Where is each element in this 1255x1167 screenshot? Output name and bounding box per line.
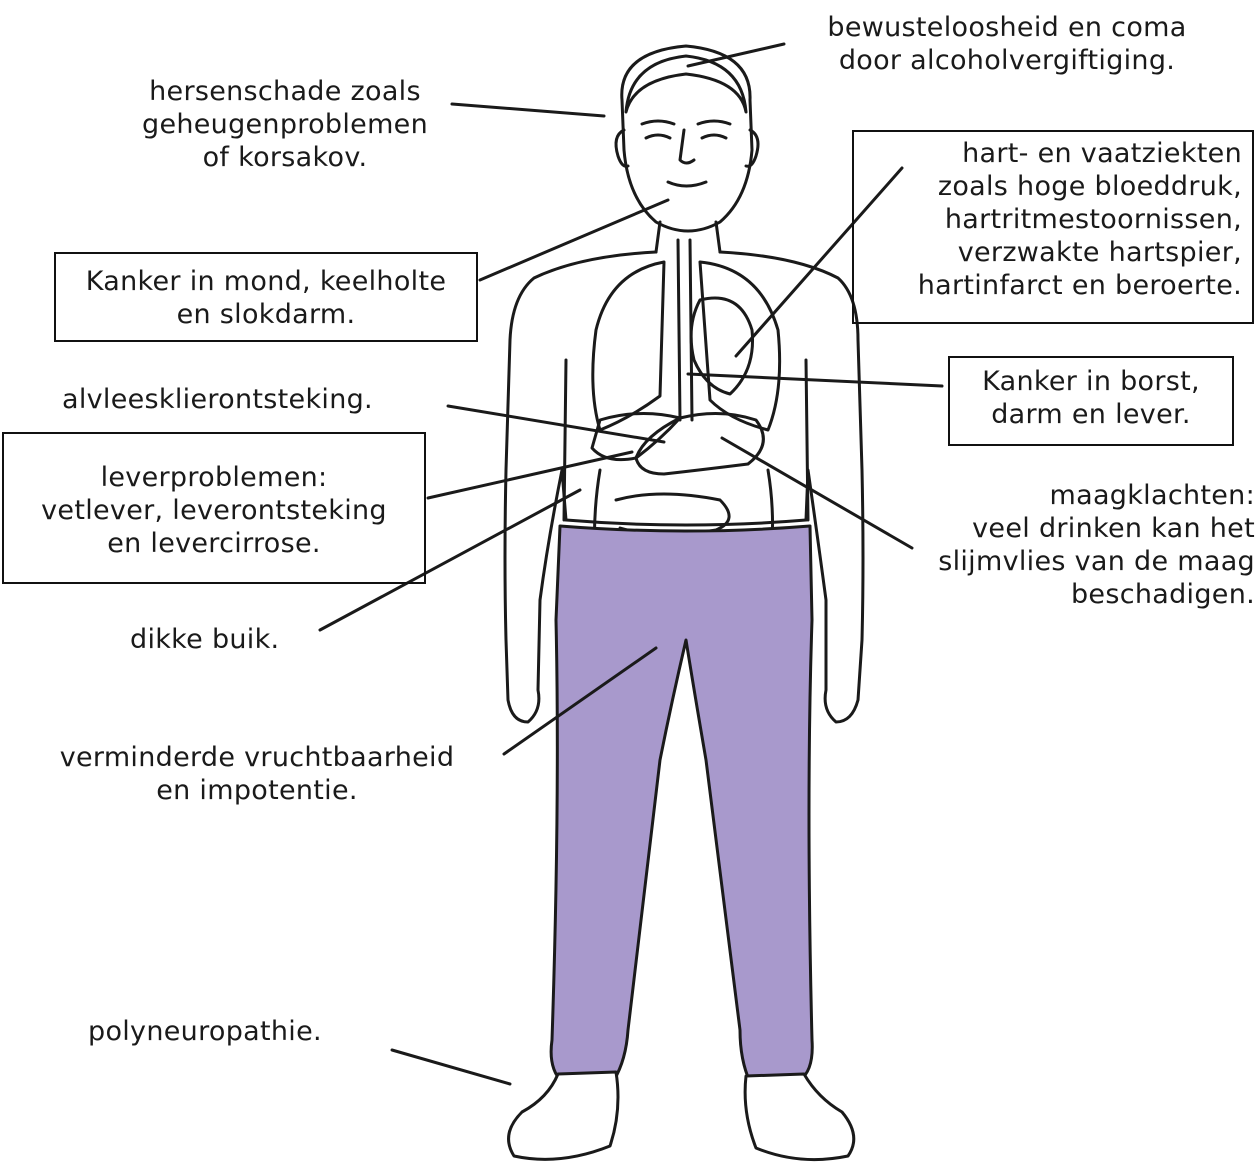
label-line: door alcoholvergiftiging.	[782, 45, 1232, 78]
label-breast-cancer: Kanker in borst, darm en lever.	[948, 356, 1234, 446]
label-line: hart- en vaatziekten	[864, 138, 1242, 171]
label-liver-problems: leverproblemen: vetlever, leverontstekin…	[2, 432, 426, 584]
leader-line-mouth	[480, 200, 668, 280]
label-brain-damage: hersenschade zoals geheugenproblemen of …	[120, 76, 450, 175]
label-line: verminderde vruchtbaarheid	[12, 742, 502, 775]
left-shoe	[509, 1072, 618, 1159]
belt	[566, 520, 806, 525]
label-line: slijmvlies van de maag	[918, 546, 1255, 579]
label-line: hartritmestoornissen,	[864, 204, 1242, 237]
label-line: bewusteloosheid en coma	[782, 12, 1232, 45]
leader-line-liver	[428, 452, 632, 498]
label-mouth-cancer: Kanker in mond, keelholte en slokdarm.	[54, 252, 478, 342]
leader-line-brain	[452, 104, 604, 116]
label-line: hersenschade zoals	[120, 76, 450, 109]
label-neuropathy: polyneuropathie.	[88, 1016, 398, 1049]
leader-line-pancreas	[448, 406, 664, 442]
label-line: alvleesklierontsteking.	[62, 384, 452, 417]
label-line: verzwakte hartspier,	[864, 237, 1242, 270]
leader-line-neuropathy	[392, 1050, 510, 1084]
label-line: dikke buik.	[130, 624, 340, 657]
label-belly: dikke buik.	[130, 624, 340, 657]
label-stomach-complaints: maagklachten: veel drinken kan het slijm…	[918, 480, 1255, 612]
trousers	[551, 526, 812, 1082]
label-line: geheugenproblemen	[120, 109, 450, 142]
label-line: zoals hoge bloeddruk,	[864, 171, 1242, 204]
right-shoe	[745, 1074, 854, 1160]
label-line: beschadigen.	[918, 579, 1255, 612]
label-line: Kanker in mond, keelholte	[66, 266, 466, 299]
label-line: of korsakov.	[120, 142, 450, 175]
label-pancreatitis: alvleesklierontsteking.	[62, 384, 452, 417]
label-line: en slokdarm.	[66, 299, 466, 332]
label-line: veel drinken kan het	[918, 513, 1255, 546]
label-line: vetlever, leverontsteking	[14, 495, 414, 528]
right-arm-inner	[806, 360, 808, 520]
left-lung	[593, 262, 664, 430]
label-line: darm en lever.	[960, 399, 1222, 432]
label-line: leverproblemen:	[14, 462, 414, 495]
label-line: hartinfarct en beroerte.	[864, 270, 1242, 303]
leader-line-breast	[688, 374, 942, 386]
label-unconsciousness: bewusteloosheid en coma door alcoholverg…	[782, 12, 1232, 78]
label-line: polyneuropathie.	[88, 1016, 398, 1049]
label-line: Kanker in borst,	[960, 366, 1222, 399]
right-lung	[700, 262, 780, 430]
label-line: en impotentie.	[12, 775, 502, 808]
label-fertility: verminderde vruchtbaarheid en impotentie…	[12, 742, 502, 808]
label-heart-disease: hart- en vaatziekten zoals hoge bloeddru…	[852, 130, 1254, 324]
label-line: en levercirrose.	[14, 528, 414, 561]
label-line: maagklachten:	[918, 480, 1255, 513]
